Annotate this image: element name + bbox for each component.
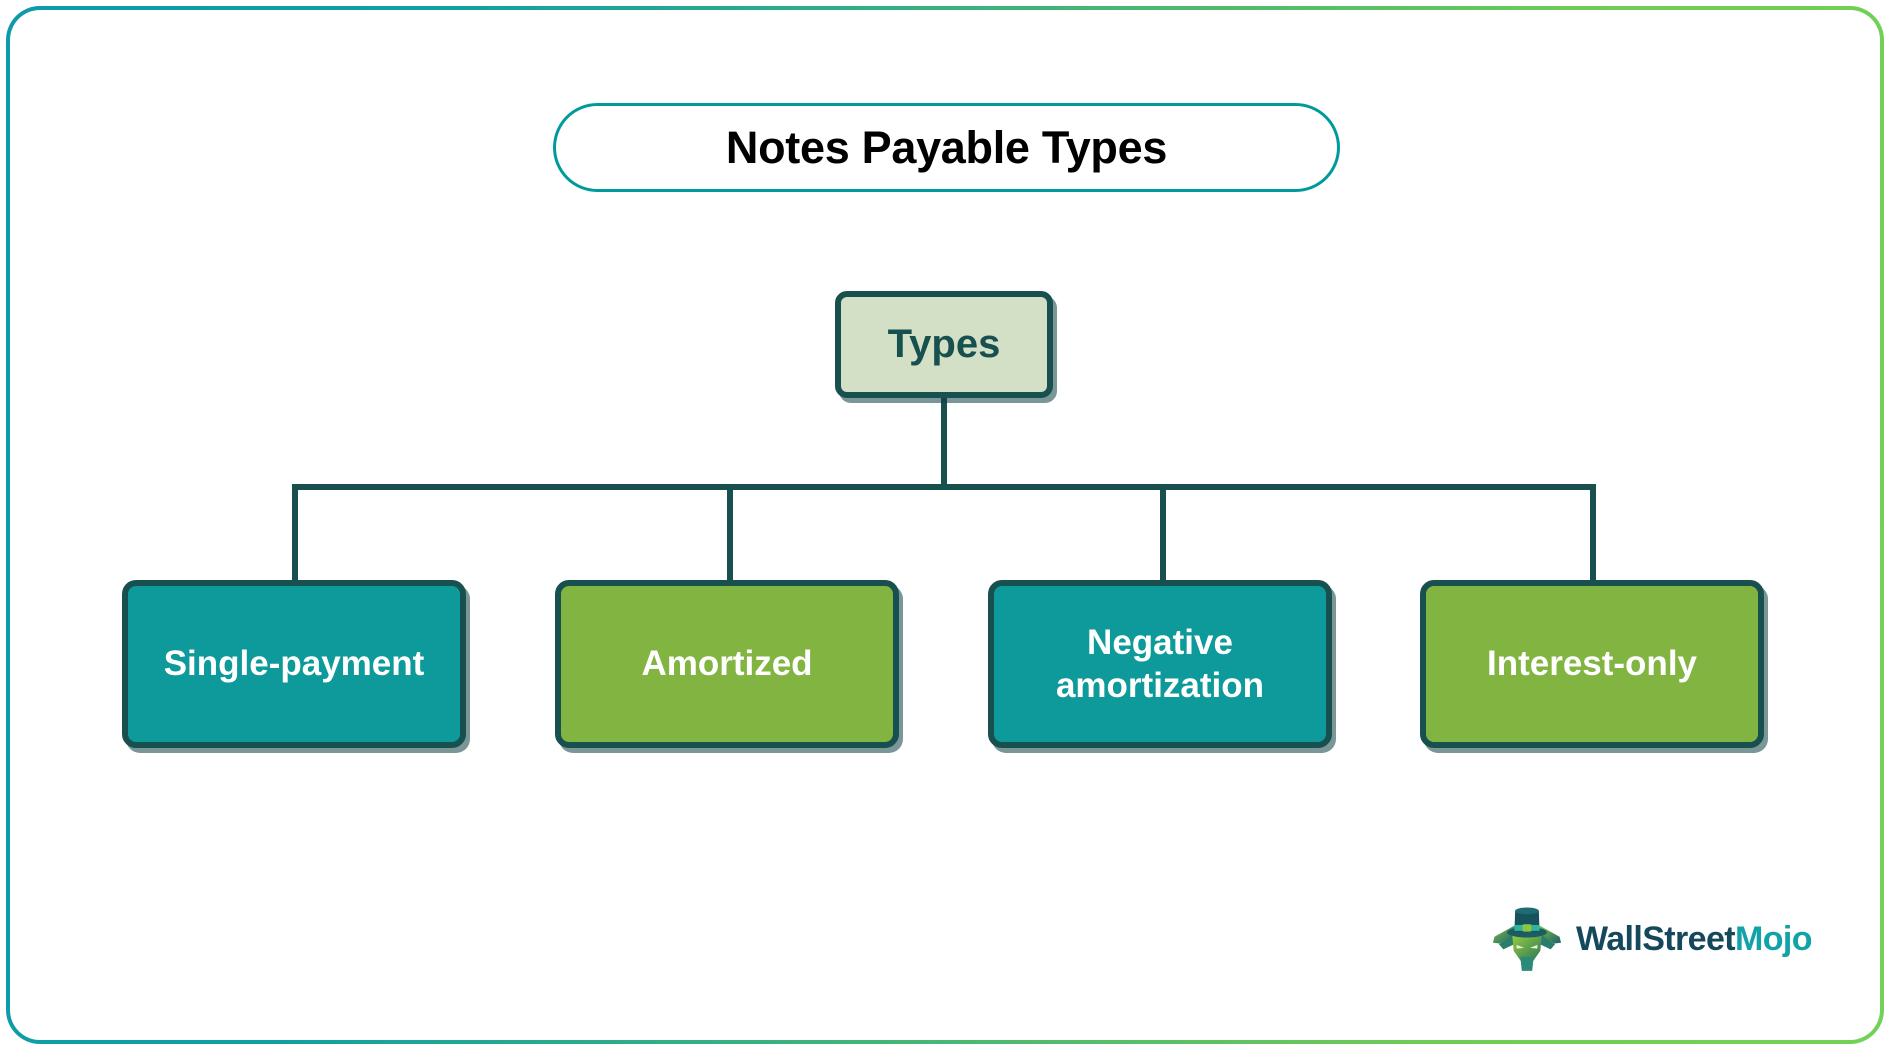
node-interest-only: Interest-only [1420,580,1764,748]
node-amortized: Amortized [555,580,899,748]
connector-drop-4 [1590,486,1596,582]
connector-root-stem [941,398,947,488]
wallstreetmojo-bull-tophat-icon [1492,907,1562,971]
connector-drop-3 [1160,486,1166,582]
page-title: Notes Payable Types [725,121,1168,173]
node-label: Amortized [641,644,813,684]
node-root-types: Types [835,291,1053,398]
node-root-label: Types [887,322,1001,366]
wallstreetmojo-logo: WallStreetMojo [1490,902,1813,976]
page-title-pill: Notes Payable Types [553,103,1340,192]
logo-wordmark: WallStreetMojo [1576,919,1813,959]
node-label: Interest-only [1486,644,1698,684]
connector-drop-1 [292,486,298,582]
node-single-payment: Single-payment [122,580,466,748]
connector-horizontal-bus [292,484,1596,490]
node-negative-amortization: Negative amortization [988,580,1332,748]
node-label: Single-payment [163,644,425,684]
node-label: Negative amortization [1055,622,1265,705]
logo-word-mojo: Mojo [1735,919,1813,958]
logo-word-wallstreet: WallStreet [1576,919,1736,958]
connector-drop-2 [727,486,733,582]
